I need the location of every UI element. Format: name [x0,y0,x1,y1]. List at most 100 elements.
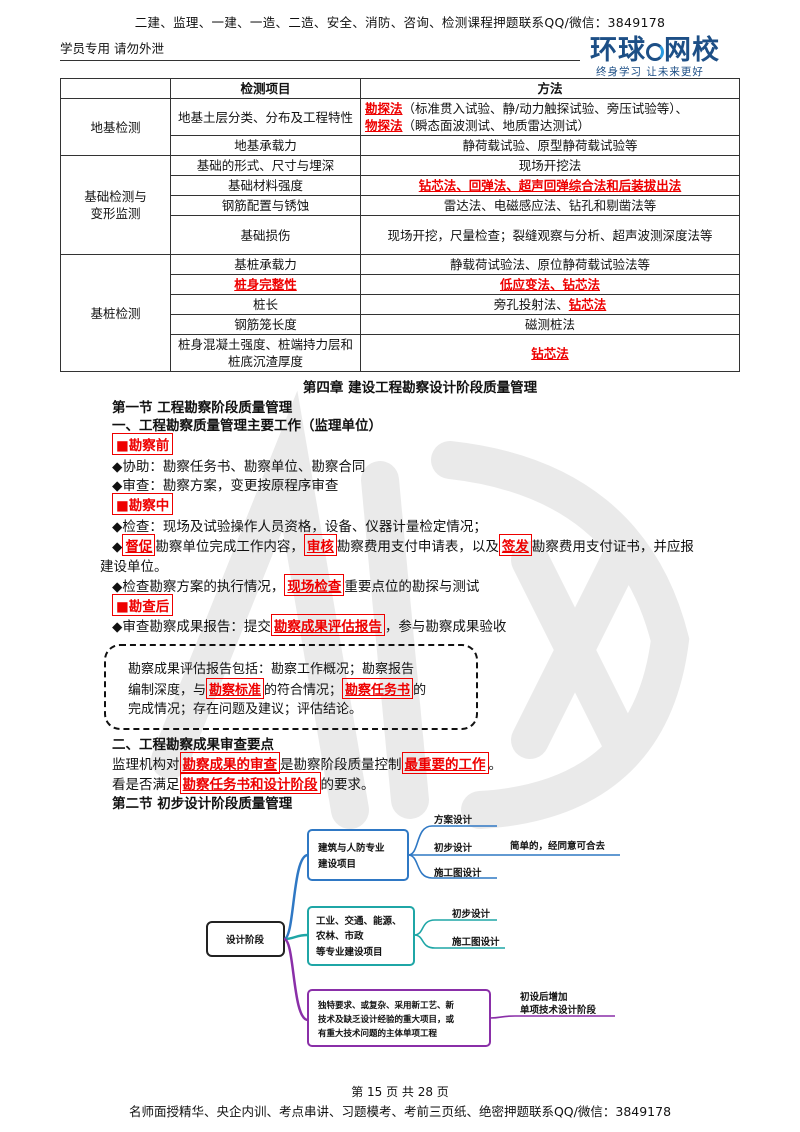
item-cell: 钢筋配置与锈蚀 [170,195,361,216]
connector [407,854,497,879]
note-line: 编制深度，与勘察标准的符合情况；勘察任务书的 [128,678,426,699]
header-rule [60,60,580,61]
paragraph-line: 监理机构对勘察成果的审查是勘察阶段质量控制最重要的工作。 [112,752,502,774]
bullet-mark: ◆ [112,539,123,555]
section-title: 第二节 初步设计阶段质量管理 [112,796,293,812]
text-run: ◆检查勘察方案的执行情况， [112,579,285,595]
branch-label: 有重大技术问题的主体单项工程 [318,1028,438,1039]
method-cell: 现场开挖法 [360,155,740,176]
item-cell: 基桩承载力 [170,254,361,275]
item-cell: 基础损伤 [170,215,361,255]
logo-globe-icon [646,43,664,61]
dashed-note-box [104,644,478,730]
stage-tag-after: ■勘查后 [112,594,174,616]
child-note: 简单的，经同意可合去 [510,840,606,852]
subsection-title: 一、工程勘察质量管理主要工作（监理单位） [112,418,382,434]
text-run: 的符合情况； [264,683,343,698]
method-text: 旁孔投射法、 [493,297,569,312]
mindmap-branch-node [307,906,415,966]
header-contact: 二建、监理、一建、一造、二造、安全、消防、咨询、检测课程押题联系QQ/微信：38… [134,15,666,30]
branch-label: 建设项目 [317,858,356,870]
connector [407,825,497,856]
text-run: 编制深度，与 [128,683,207,698]
text-run: 。 [488,757,503,773]
text-run: 重要点位的勘探与测试 [344,579,480,595]
paragraph-line: 看是否满足勘察任务书和设计阶段的要求。 [112,772,375,794]
method-red: 物探法 [365,118,403,133]
branch-label: 独特要求、或复杂、采用新工艺、新 [317,1000,455,1011]
table-row: 钢筋笼长度 磁测桩法 [61,314,740,335]
footer-contact: 名师面授精华、央企内训、考点串讲、习题模考、考前三页纸、绝密押题联系QQ/微信：… [128,1104,672,1119]
item-cell: 钢筋笼长度 [170,314,361,335]
child-label: 施工图设计 [452,936,500,948]
text-run: 勘察费用支付证书，并应报 [531,539,694,555]
text-run: 看是否满足 [112,777,180,793]
table-row: 基桩检测 基桩承载力 静载荷试验法、原位静荷载试验法等 [60,254,740,372]
logo-text-a: 环球 [590,35,646,66]
item-cell: 桩长 [170,294,361,315]
connector [283,937,309,1022]
text-run: 的 [413,683,427,698]
bullet-line: ◆审查：勘察方案，变更按原程序审查 [112,478,339,494]
inspection-methods-table: 检测项目 方法 地基检测 地基土层分类、分布及工程特性 勘探法（标准贯入试验、静… [60,78,740,372]
table-row: 桩身完整性 低应变法、钻芯法 [61,274,740,295]
keyword-tag: 审核 [303,534,337,556]
table-row: 基础损伤 现场开挖，尺量检查；裂缝观察与分析、超声波测深度法等 [61,215,740,255]
note-line: 勘察成果评估报告包括：勘察工作概况；勘察报告 [128,662,415,677]
branch-label: 工业、交通、能源、 [316,915,402,927]
keyword-tag: 勘察标准 [206,678,265,699]
keyword-tag: 最重要的工作 [401,752,489,774]
text-run: 勘察单位完成工作内容， [155,539,304,555]
text-run: 的要求。 [320,777,375,793]
branch-label: 技术及缺乏设计经验的重大项目，或 [318,1014,455,1025]
text-run: ，参与勘察成果验收 [384,619,507,635]
keyword-tag: 督促 [122,534,156,556]
method-cell: 雷达法、电磁感应法、钻孔和剔凿法等 [360,195,740,216]
section-title: 第一节 工程勘察阶段质量管理 [112,400,293,416]
mindmap-root-label: 设计阶段 [226,934,265,946]
bullet-line: ◆检查：现场及试验操作人员资格，设备、仪器计量检定情况； [112,519,487,535]
stage-tag-during: ■勘察中 [112,493,174,515]
group-pile: 基桩检测 [60,254,171,372]
page-number: 第 15 页 共 28 页 [351,1085,449,1099]
method-cell: 钻芯法 [360,334,740,372]
method-text: （标准贯入试验、静/动力触探试验、旁压试验等）、 [402,101,688,116]
child-label: 方案设计 [434,814,473,826]
keyword-tag: 现场检查 [284,574,345,596]
branch-label: 等专业建设项目 [315,946,383,958]
brand-logo: 环球网校 终身学习 让未来更好 [590,28,740,78]
mindmap-branch-node [307,829,409,881]
subsection-title: 二、工程勘察成果审查要点 [112,737,274,753]
keyword-tag: 勘察成果评估报告 [270,614,385,636]
bullet-line-cont: 建设单位。 [100,559,168,575]
item-cell: 地基土层分类、分布及工程特性 [170,98,361,136]
child-label: 初设后增加 [520,991,568,1003]
keyword-tag: 勘察成果的审查 [179,752,280,774]
table-row: 钢筋配置与锈蚀 雷达法、电磁感应法、钻孔和剔凿法等 [61,195,740,216]
header-notice: 学员专用 请勿外泄 [60,41,164,56]
connector [283,853,309,941]
method-cell: 勘探法（标准贯入试验、静/动力触探试验、旁压试验等）、物探法（瞬态面波测试、地质… [360,98,740,136]
note-line: 完成情况；存在问题及建议；评估结论。 [128,702,363,717]
child-label: 施工图设计 [434,867,482,879]
keyword-tag: 勘察任务书和设计阶段 [179,772,321,794]
chapter-title: 第四章 建设工程勘察设计阶段质量管理 [302,380,538,396]
connector [413,934,505,949]
item-cell: 桩身完整性 [170,274,361,295]
table-row: 桩长 旁孔投射法、钻芯法 [61,294,740,315]
table-row: 基础检测与变形监测 基础的形式、尺寸与埋深 现场开挖法 [60,155,740,255]
group-foundation-monitoring: 基础检测与变形监测 [60,155,171,255]
table-row: 基础材料强度 钻芯法、回弹法、超声回弹综合法和后装拔出法 [61,175,740,196]
stage-tag-before: ■勘察前 [112,433,174,455]
text-run: ◆审查勘察成果报告：提交 [112,619,271,635]
item-cell: 基础材料强度 [170,175,361,196]
text-run: 监理机构对 [112,757,180,773]
bullet-line: ◆检查勘察方案的执行情况，现场检查重要点位的勘探与测试 [112,574,479,596]
item-cell: 基础的形式、尺寸与埋深 [170,155,361,176]
text-run: 是勘察阶段质量控制 [280,757,402,773]
bullet-line: ◆审查勘察成果报告：提交勘察成果评估报告，参与勘察成果验收 [112,614,506,636]
branch-label: 建筑与人防专业 [317,842,385,854]
connector [413,919,497,936]
table-row: 地基承载力 静荷载试验、原型静荷载试验等 [61,135,740,156]
